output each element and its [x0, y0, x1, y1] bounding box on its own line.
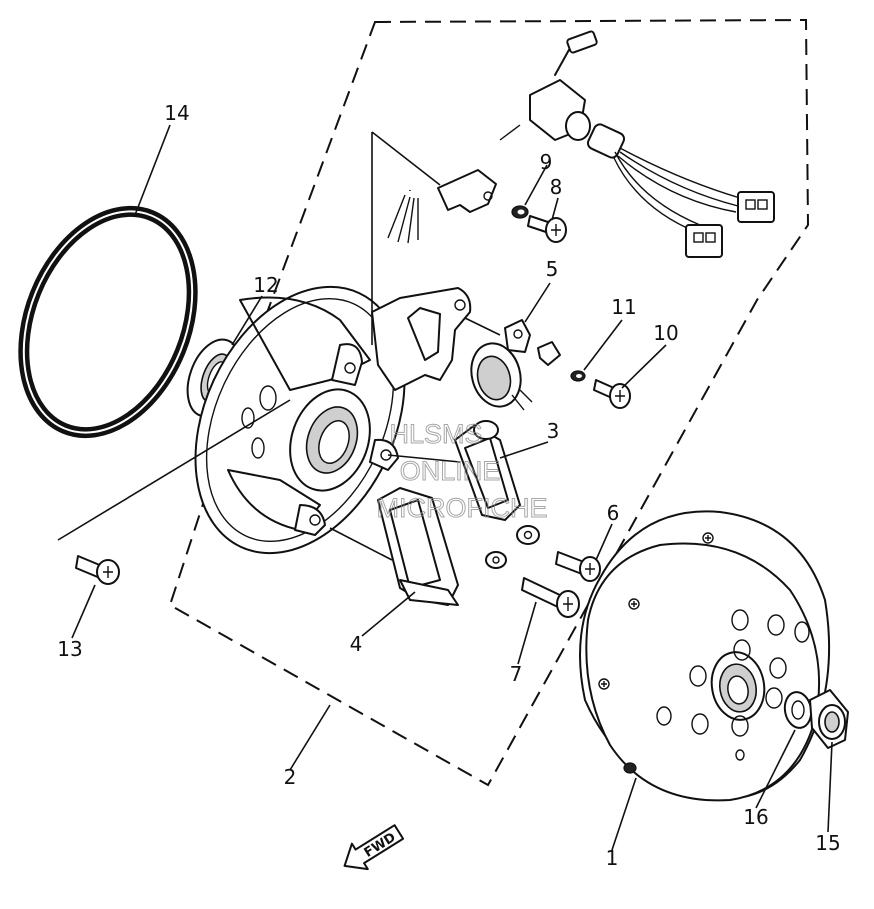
assembly-boundary-dashed [168, 18, 810, 787]
part-14-o-ring [18, 205, 198, 439]
part-7-bolt [521, 577, 580, 618]
fwd-direction-arrow: FWD [343, 824, 405, 871]
callout-6: 6 [607, 501, 620, 525]
part-16-washer [783, 691, 813, 729]
callout-1: 1 [606, 846, 619, 870]
leader-lines [57, 124, 833, 851]
part-9-washer [511, 205, 529, 219]
part-10-screw [593, 379, 631, 409]
callout-2: 2 [284, 765, 297, 789]
callout-12: 12 [253, 273, 278, 297]
watermark-line-1: HLSMS [389, 419, 482, 449]
callout-13: 13 [57, 637, 82, 661]
watermark-line-3: MICROFICHE [377, 493, 548, 523]
part-13-screw [75, 555, 120, 585]
part-1-flywheel-rotor [579, 510, 831, 802]
stator-base-plate [194, 285, 406, 555]
wiring-harness [387, 30, 775, 258]
callout-11: 11 [611, 295, 636, 319]
callout-9: 9 [540, 150, 553, 174]
callout-14: 14 [164, 101, 189, 125]
callout-numbers: 1 2 3 4 5 6 7 8 9 10 11 12 13 14 15 16 [57, 101, 840, 870]
callout-15: 15 [815, 831, 840, 855]
part-3-source-coil [454, 420, 540, 545]
part-4-charging-coil [377, 487, 507, 606]
callout-16: 16 [743, 805, 768, 829]
watermark-line-2: ONLINE [400, 456, 501, 486]
part-11-clip [537, 341, 586, 382]
coil-bracket [371, 287, 472, 391]
callout-8: 8 [550, 175, 563, 199]
callout-4: 4 [350, 632, 363, 656]
callout-10: 10 [653, 321, 678, 345]
watermark: HLSMS ONLINE MICROFICHE [376, 419, 548, 524]
part-6-screw [555, 551, 601, 582]
part-15-nut [809, 689, 849, 749]
part-8-screw [527, 215, 567, 243]
callout-5: 5 [546, 257, 559, 281]
callout-7: 7 [510, 662, 523, 686]
callout-3: 3 [547, 419, 560, 443]
part-5-pickup-coil [470, 319, 533, 411]
